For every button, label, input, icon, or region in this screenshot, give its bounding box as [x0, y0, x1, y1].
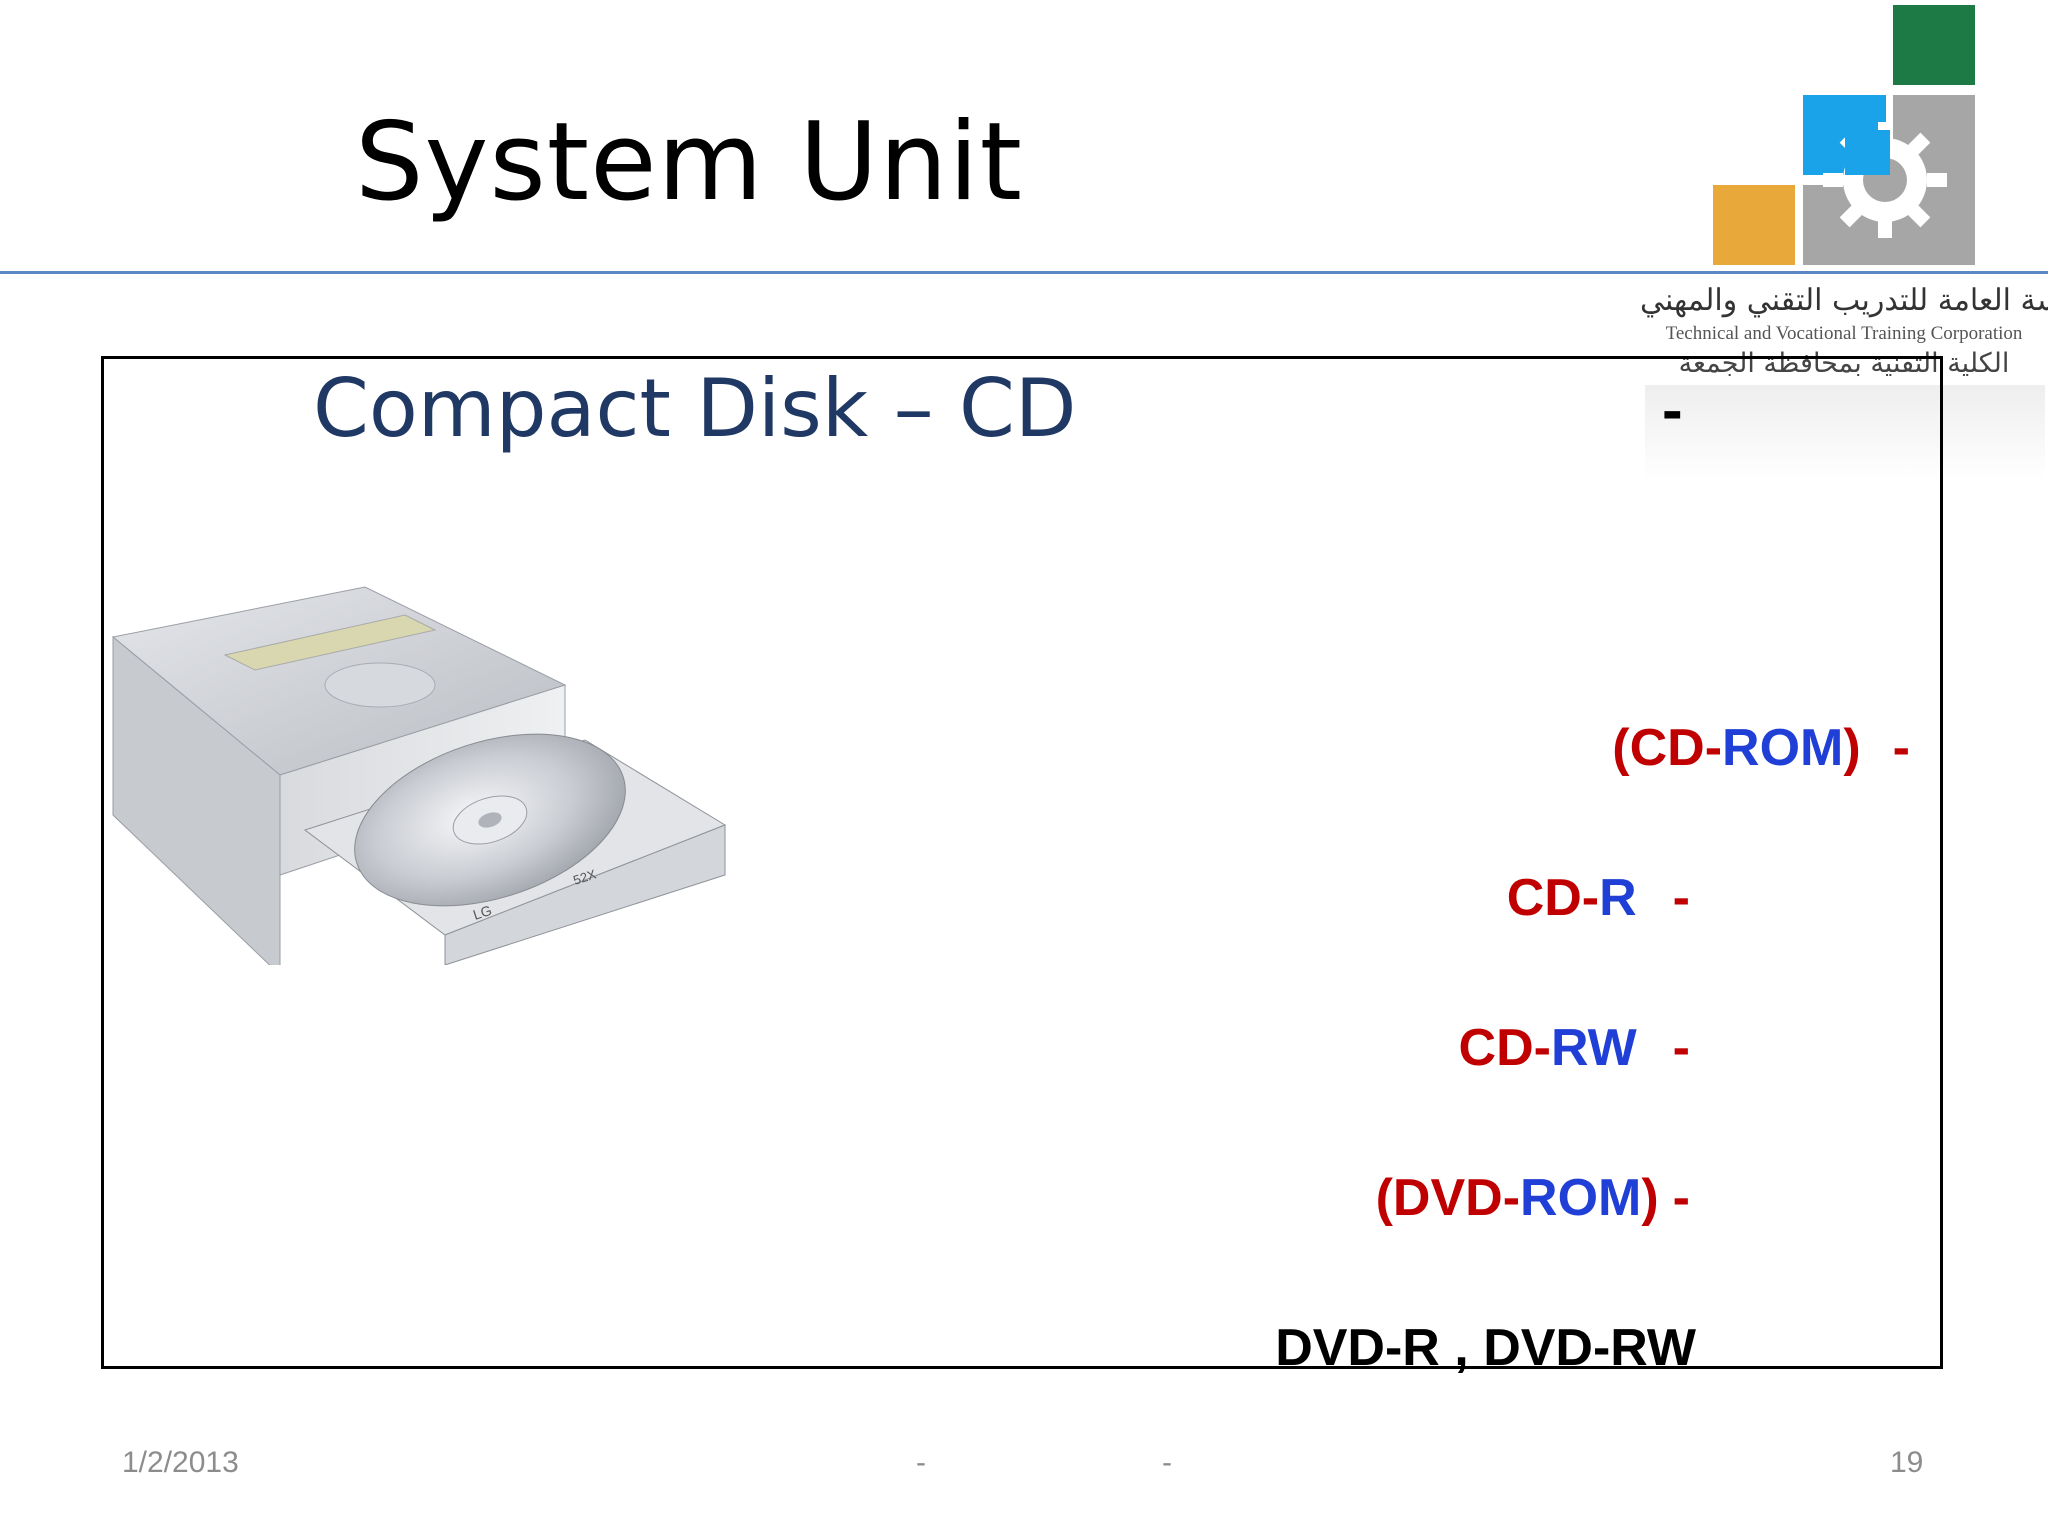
drive-brand-label: LG — [471, 902, 494, 923]
footer-date: 1/2/2013 — [122, 1446, 239, 1479]
logo-arabic-line1: المؤسسة العامة للتدريب التقني والمهني — [1640, 283, 2048, 318]
list-item-dvdr-dvdrw: DVD-R , DVD-RW — [1275, 1319, 1696, 1377]
item-close-paren: ) — [1641, 1169, 1659, 1227]
list-item-cdrw: CD-RW- — [1459, 1018, 1690, 1078]
slide-number: 19 — [1890, 1446, 1924, 1479]
list-item-cdr: CD-R- — [1507, 868, 1690, 928]
item-open-paren: ( — [1612, 719, 1630, 777]
item-prefix: DVD- — [1392, 1169, 1521, 1227]
tvtc-logo-icon — [1713, 5, 1975, 265]
drive-speed-label: 52X — [571, 866, 598, 888]
item-dash: - — [1672, 1169, 1690, 1227]
heading-dash: - — [1662, 376, 1683, 445]
item-suffix: ROM — [1520, 1169, 1642, 1227]
item-prefix: CD- — [1629, 719, 1723, 777]
slide-title: System Unit — [355, 100, 1023, 225]
item-dash: - — [1672, 869, 1690, 927]
item-close-paren: ) — [1843, 719, 1861, 777]
footer-center-right: - — [1162, 1446, 1172, 1479]
item-suffix: ROM — [1722, 719, 1844, 777]
item-prefix: CD- — [1506, 869, 1600, 927]
cd-drive-image: LG 52X — [111, 586, 727, 965]
title-divider — [0, 271, 2048, 274]
logo-english-name: Technical and Vocational Training Corpor… — [1665, 323, 2023, 344]
item-suffix: RW — [1550, 1019, 1637, 1077]
item-dash: - — [1892, 719, 1910, 777]
content-frame — [101, 356, 1943, 1369]
footer-center-left: - — [916, 1446, 926, 1479]
logo-reflection — [1645, 385, 2045, 480]
logo-orange-square — [1713, 185, 1795, 265]
list-item-cdrom: (CD-ROM)- — [1612, 718, 1910, 778]
item-dash: - — [1672, 1019, 1690, 1077]
logo-green-square — [1893, 5, 1975, 85]
section-heading: Compact Disk – CD — [313, 362, 1077, 455]
item-open-paren: ( — [1375, 1169, 1393, 1227]
item-suffix: R — [1599, 869, 1637, 927]
item-prefix: CD- — [1458, 1019, 1551, 1077]
logo-arabic-line2: الكلية التقنية بمحافظة الجمعة — [1678, 348, 2010, 379]
list-item-dvdrom: (DVD-ROM)- — [1376, 1168, 1690, 1228]
